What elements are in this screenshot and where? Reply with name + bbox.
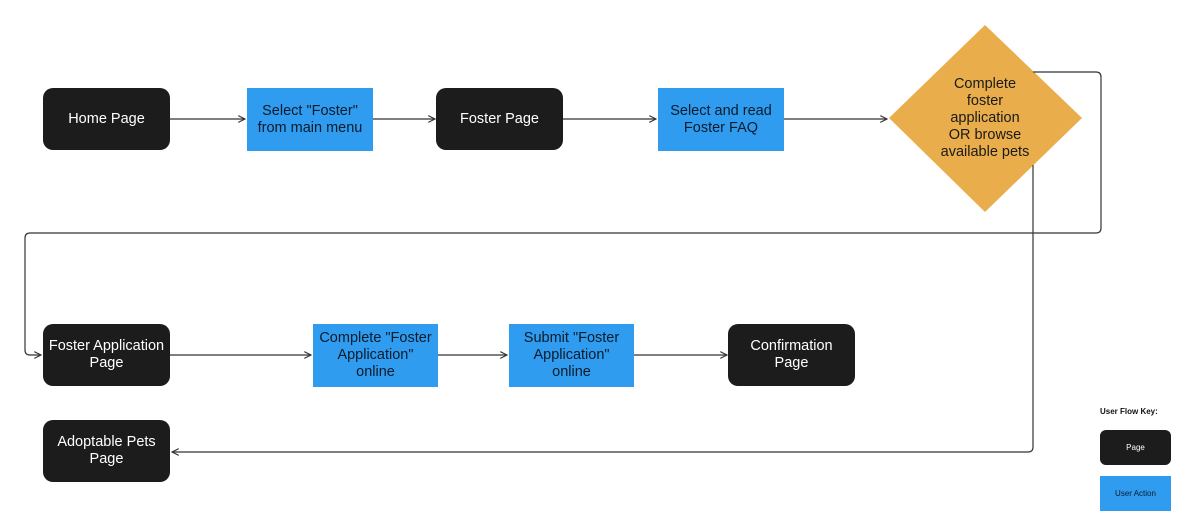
key-action-swatch: User Action bbox=[1100, 476, 1171, 511]
decision-label: Complete foster application OR browse av… bbox=[940, 75, 1030, 160]
foster-page-node[interactable]: Foster Page bbox=[436, 88, 563, 150]
adoptable-pets-page-node[interactable]: Adoptable Pets Page bbox=[43, 420, 170, 482]
confirmation-page-node[interactable]: Confirmation Page bbox=[728, 324, 855, 386]
connector-decision-to-pets bbox=[172, 165, 1034, 452]
key-page-swatch: Page bbox=[1100, 430, 1171, 465]
select-foster-node[interactable]: Select "Foster" from main menu bbox=[247, 88, 373, 151]
home-page-node[interactable]: Home Page bbox=[43, 88, 170, 150]
read-faq-node[interactable]: Select and read Foster FAQ bbox=[658, 88, 784, 151]
foster-application-page-node[interactable]: Foster Application Page bbox=[43, 324, 170, 386]
complete-application-node[interactable]: Complete "Foster Application" online bbox=[313, 324, 438, 387]
submit-application-node[interactable]: Submit "Foster Application" online bbox=[509, 324, 634, 387]
connector-decision-to-application bbox=[24, 71, 1102, 355]
key-title: User Flow Key: bbox=[1100, 407, 1158, 416]
